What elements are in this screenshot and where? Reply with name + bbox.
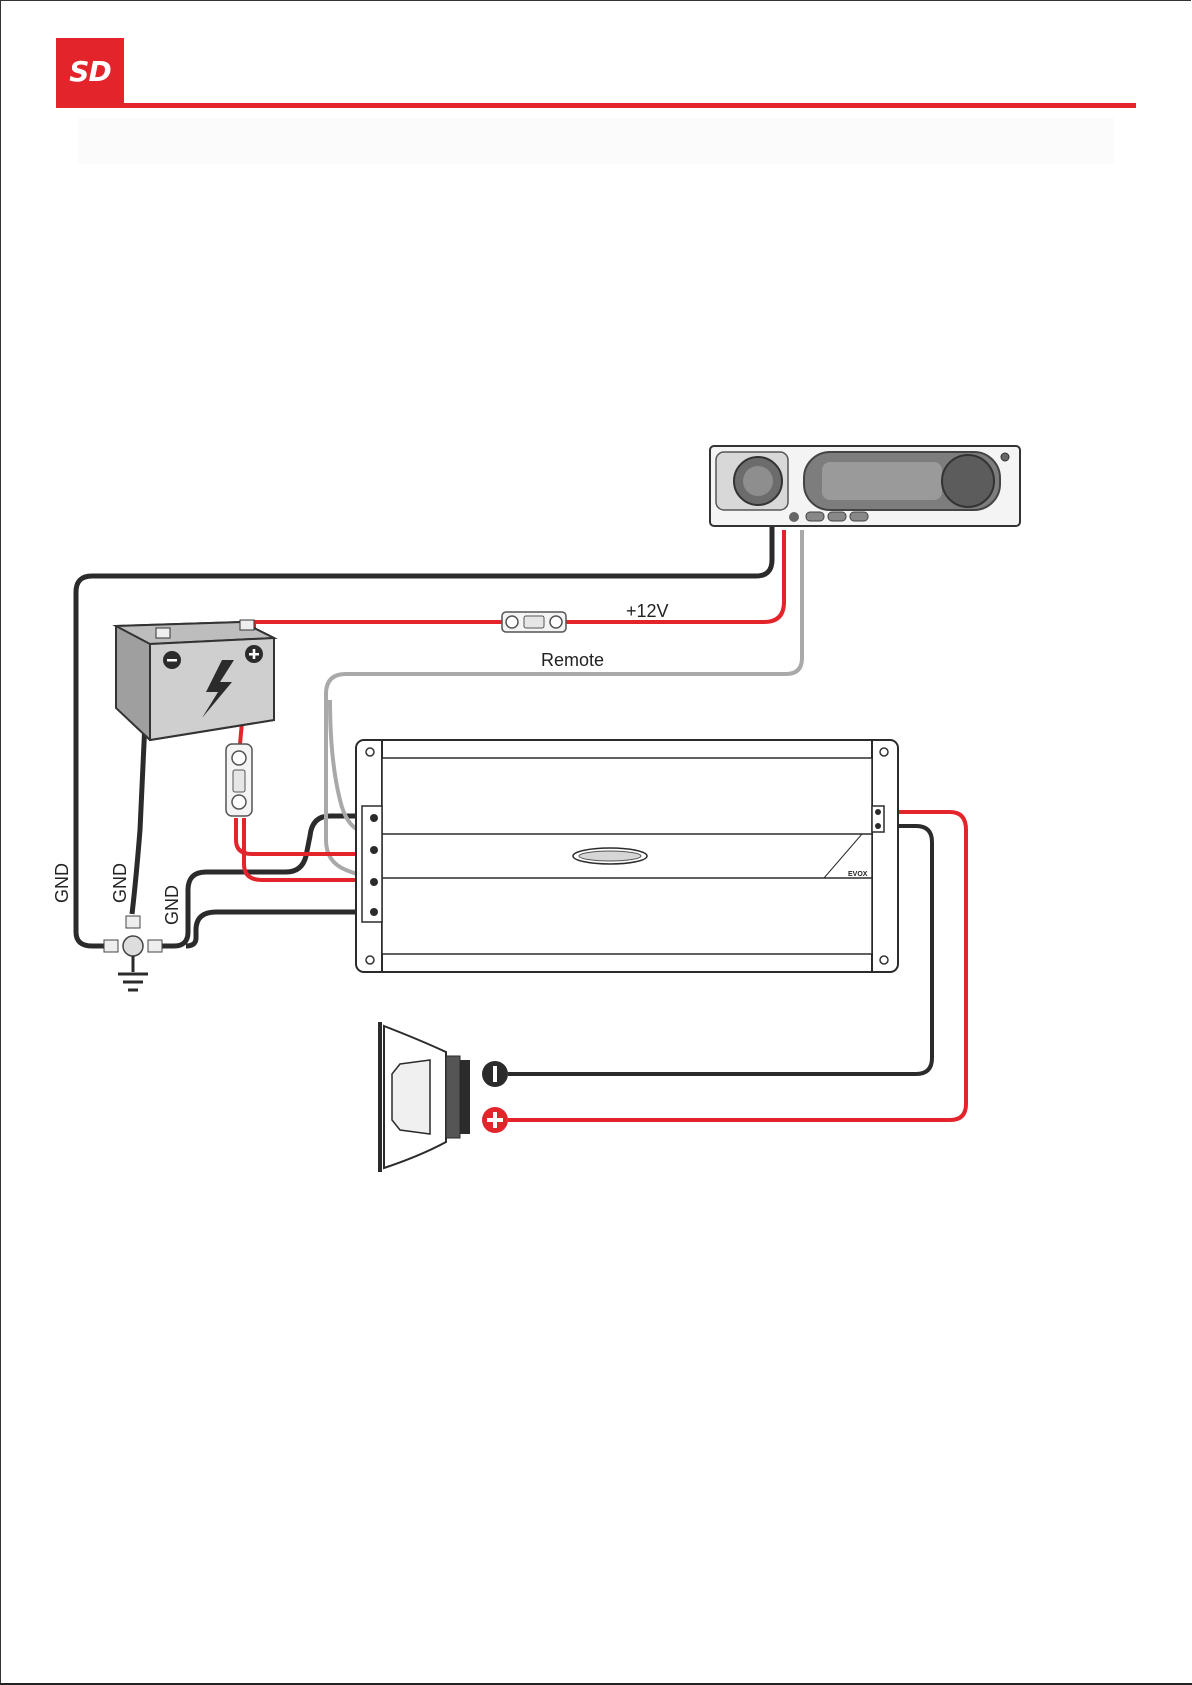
speaker-negative-terminal-icon <box>482 1061 508 1087</box>
label-remote: Remote <box>541 650 604 670</box>
fuse-holder-icon <box>226 744 252 816</box>
wire-power-amp-1 <box>236 818 362 854</box>
subwoofer-icon <box>380 1022 470 1172</box>
amplifier-model-label: EVOX <box>848 871 868 878</box>
label-gnd-battery: GND <box>110 863 130 903</box>
head-unit-icon <box>710 446 1020 526</box>
label-power: +12V <box>626 601 669 621</box>
battery-icon <box>116 620 274 740</box>
distribution-block-icon <box>104 916 162 972</box>
wire-ground-amp-2 <box>186 912 362 946</box>
label-gnd-amp: GND <box>162 885 182 925</box>
speaker-positive-terminal-icon <box>482 1107 508 1133</box>
label-gnd-main: GND <box>52 863 72 903</box>
amplifier-icon: EVOX <box>356 740 898 972</box>
ground-icon <box>118 974 148 990</box>
inline-fuse-icon <box>502 612 566 632</box>
